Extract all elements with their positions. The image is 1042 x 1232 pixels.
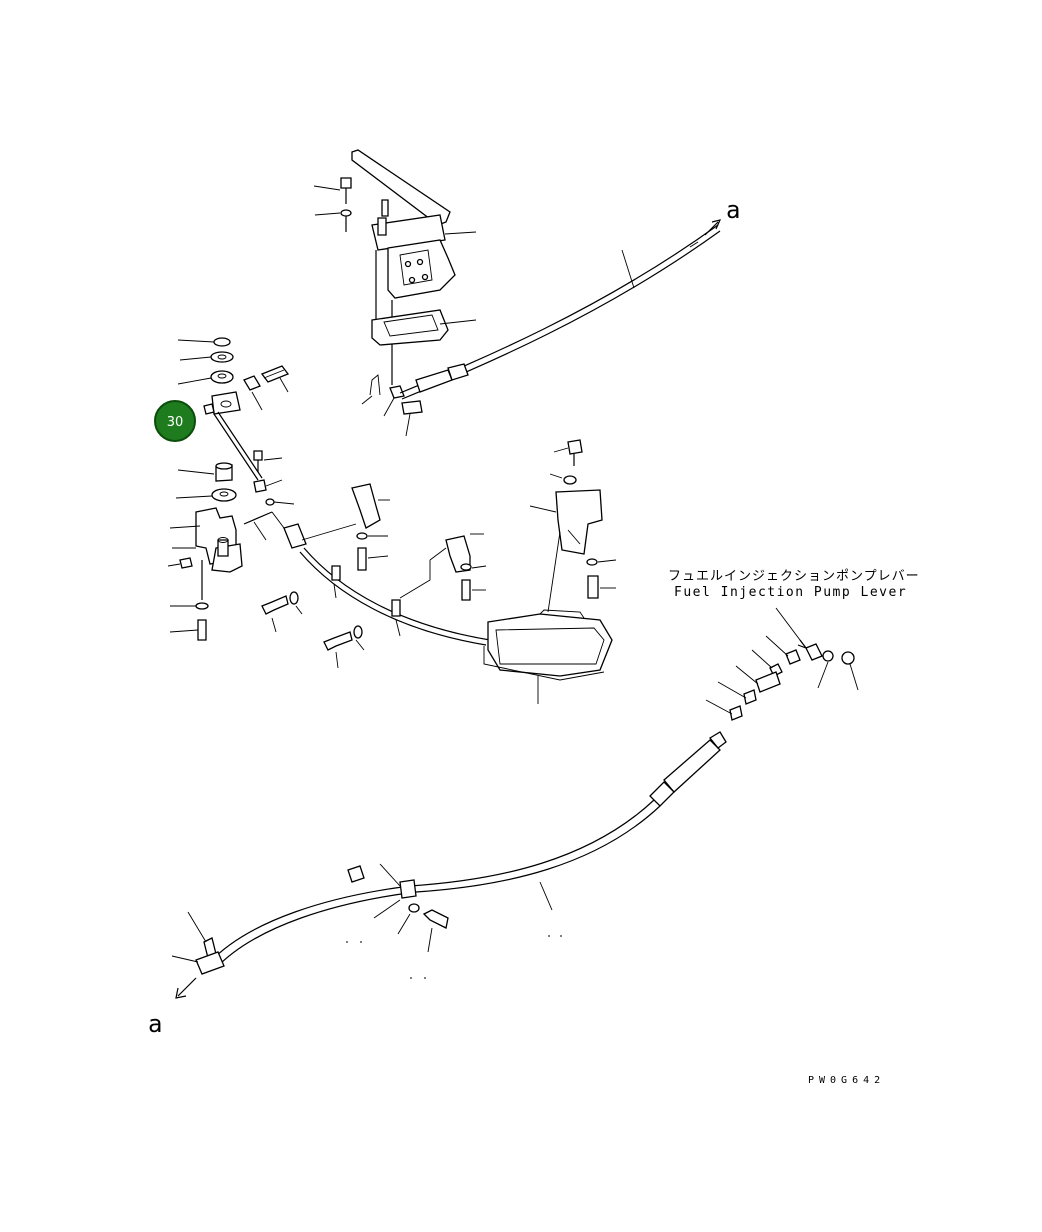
lower-cable <box>171 731 727 999</box>
pump-lever-parts <box>705 607 859 721</box>
callout-circle[interactable] <box>154 400 196 442</box>
pump-lever-label-en: Fuel Injection Pump Lever <box>674 585 907 600</box>
upper-cable <box>399 219 722 400</box>
callout-number: 30 <box>167 415 184 430</box>
middle-cable-section <box>261 483 491 669</box>
drawing-code: PW0G642 <box>808 1075 885 1086</box>
pump-lever-label-jp: フュエルインジェクションポンプレバー <box>668 569 920 584</box>
control-box-section <box>483 439 617 704</box>
pedal-assembly <box>313 149 477 437</box>
connector-label-top: a <box>726 196 740 224</box>
connector-label-bottom: a <box>148 1010 162 1038</box>
left-parts-stack <box>167 337 295 641</box>
callout-marker[interactable]: 30 <box>154 400 196 442</box>
